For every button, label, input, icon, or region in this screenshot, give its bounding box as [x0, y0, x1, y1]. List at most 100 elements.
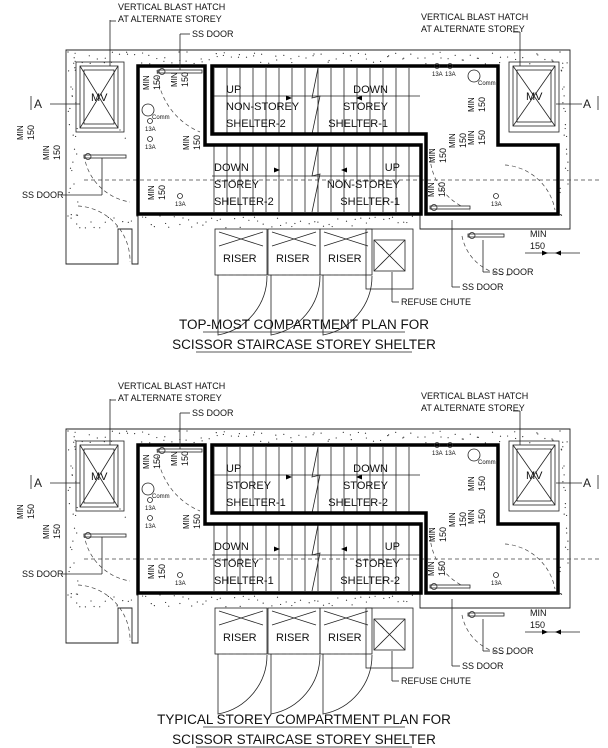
concrete-hatch-dot — [222, 54, 224, 57]
concrete-hatch-dot — [93, 226, 95, 229]
mv-shaft: MV — [79, 444, 119, 508]
flight-label: STOREY — [226, 480, 272, 492]
socket-13a-label: 13A — [175, 581, 186, 587]
ss-door-label: SS DOOR — [22, 190, 64, 200]
line — [512, 65, 556, 127]
comm-label: Comm — [478, 460, 496, 466]
concrete-hatch-dot — [75, 135, 77, 138]
concrete-hatch-dot — [70, 596, 72, 598]
concrete-hatch-dot — [74, 439, 76, 441]
concrete-hatch-dot — [239, 605, 241, 607]
concrete-hatch-dot — [245, 435, 248, 437]
door-hinge-icon — [468, 232, 476, 239]
mv-shaft: MV — [79, 65, 119, 129]
dimension-150-label: 150 — [26, 125, 36, 140]
concrete-hatch-dot — [567, 548, 569, 551]
shelter-compartment-outline — [210, 443, 560, 595]
concrete-hatch-dot — [70, 86, 72, 88]
concrete-hatch-dot — [71, 474, 73, 476]
dimension-150-label: 150 — [192, 514, 202, 529]
dimension-min-label: MIN — [182, 514, 191, 529]
concrete-hatch-dot — [406, 600, 408, 603]
concrete-hatch-dot — [342, 431, 344, 434]
comm-outlet-icon — [141, 103, 155, 117]
flight-label: STOREY — [355, 558, 401, 570]
concrete-hatch-dot — [99, 606, 101, 608]
concrete-hatch-dot — [559, 570, 561, 573]
concrete-hatch-dot — [242, 595, 244, 598]
concrete-hatch-dot — [276, 217, 279, 219]
blast-hatch-label-right: AT ALTERNATE STOREY — [421, 24, 525, 34]
concrete-hatch-dot — [75, 593, 77, 595]
concrete-hatch-dot — [322, 604, 325, 606]
dimension-150-label: 150 — [180, 72, 190, 87]
concrete-hatch-dot — [173, 595, 175, 597]
concrete-hatch-dot — [76, 506, 78, 509]
concrete-hatch-dot — [200, 437, 202, 439]
riser-label: RISER — [223, 632, 257, 644]
concrete-hatch-dot — [312, 434, 314, 436]
socket-13a-label: 13A — [145, 524, 156, 530]
concrete-hatch-dot — [73, 183, 75, 185]
concrete-hatch-dot — [372, 61, 375, 63]
concrete-hatch-dot — [290, 437, 292, 439]
concrete-hatch-dot — [331, 604, 333, 607]
concrete-hatch-dot — [562, 102, 564, 104]
socket-13a-icon — [147, 136, 153, 142]
concrete-hatch-dot — [69, 566, 71, 568]
concrete-hatch-dot — [439, 51, 441, 53]
concrete-hatch-dot — [342, 52, 344, 55]
concrete-hatch-dot — [562, 67, 564, 69]
flight-label: UP — [385, 162, 400, 174]
dimension-150-label: 150 — [530, 241, 545, 251]
break-line — [311, 145, 321, 213]
concrete-hatch-dot — [163, 60, 165, 62]
concrete-hatch-dot — [188, 598, 190, 600]
concrete-hatch-dot — [215, 53, 217, 55]
concrete-hatch-dot — [469, 433, 471, 435]
concrete-hatch-dot — [165, 222, 167, 225]
concrete-hatch-dot — [253, 52, 256, 54]
concrete-hatch-dot — [148, 54, 150, 56]
concrete-hatch-dot — [223, 431, 225, 433]
concrete-hatch-dot — [145, 216, 147, 219]
concrete-hatch-dot — [551, 59, 553, 61]
concrete-hatch-dot — [196, 222, 198, 224]
concrete-hatch-dot — [365, 437, 367, 439]
riser-vent — [323, 610, 369, 626]
concrete-hatch-dot — [245, 56, 248, 58]
door-hinge-icon — [430, 204, 438, 211]
dimension-150-label: 150 — [180, 451, 190, 466]
riser: RISER — [267, 228, 321, 336]
concrete-hatch-dot — [238, 54, 240, 56]
dimension-min-label: MIN — [530, 229, 547, 239]
concrete-hatch-dot — [163, 439, 165, 441]
concrete-hatch-dot — [156, 57, 158, 60]
concrete-hatch-dot — [522, 57, 524, 59]
concrete-hatch-dot — [70, 465, 72, 467]
flight-label: STOREY — [214, 558, 260, 570]
concrete-hatch-dot — [276, 59, 278, 61]
shelter-compartment-outline — [210, 64, 560, 216]
concrete-hatch-dot — [68, 570, 70, 573]
concrete-hatch-dot — [291, 440, 293, 443]
concrete-hatch-dot — [73, 441, 75, 443]
concrete-hatch-dot — [69, 167, 72, 169]
dimension-min-label: MIN — [427, 182, 436, 197]
concrete-hatch-dot — [67, 51, 69, 53]
concrete-hatch-dot — [76, 127, 78, 130]
concrete-hatch-dot — [314, 600, 316, 602]
plan-subtitle: SCISSOR STAIRCASE STOREY SHELTER — [172, 337, 436, 352]
concrete-hatch-dot — [563, 474, 565, 476]
concrete-hatch-dot — [365, 601, 367, 603]
ss-door-label: SS DOOR — [462, 661, 504, 671]
riser-box — [319, 228, 373, 276]
dimension-min-label: MIN — [42, 145, 51, 160]
concrete-hatch-dot — [560, 593, 563, 595]
concrete-hatch-dot — [551, 438, 553, 440]
